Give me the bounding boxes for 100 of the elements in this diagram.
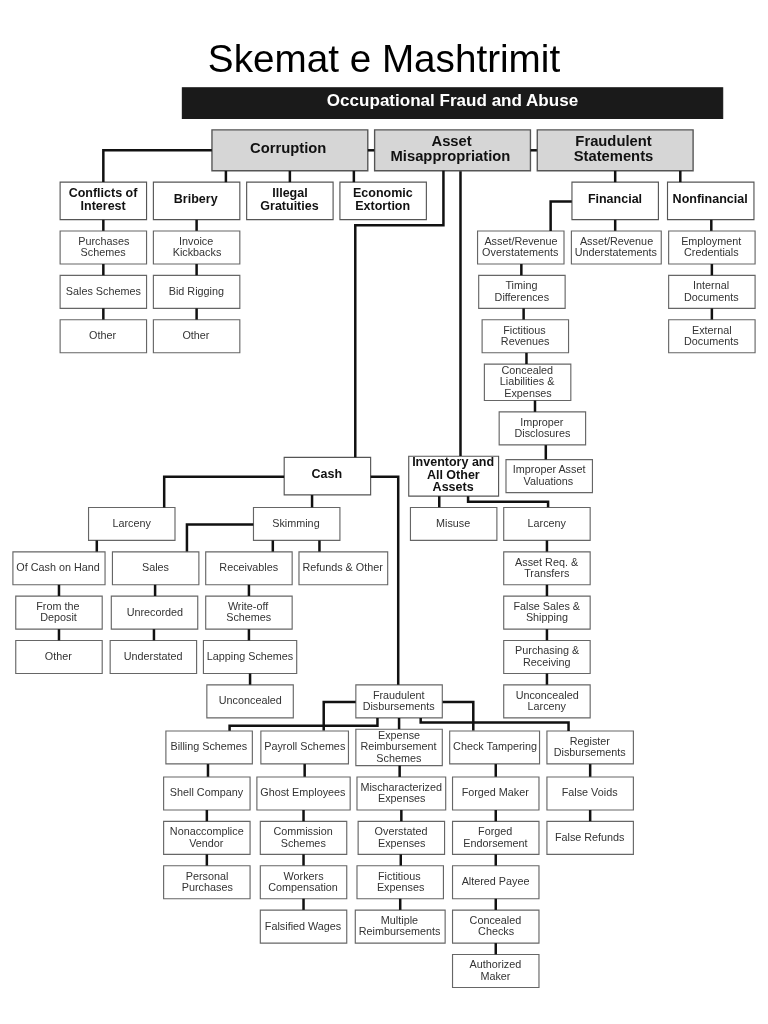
connector [102, 264, 105, 276]
node-box: Multiple Reimbursements [354, 909, 446, 944]
connector [302, 854, 305, 866]
connector [549, 200, 572, 231]
node-box: Asset/Revenue Overstatements [477, 230, 565, 265]
node-box: False Refunds [546, 820, 634, 855]
connector [419, 717, 570, 731]
connector [400, 810, 403, 822]
node-box: Billing Schemes [165, 730, 253, 765]
node-box: From the Deposit [15, 595, 103, 630]
node-box: Concealed Checks [451, 909, 540, 944]
node-box: Skimming [252, 506, 341, 541]
connector [710, 219, 713, 231]
node-box: Occupational Fraud and Abuse [181, 87, 724, 119]
node-box: Invoice Kickbacks [152, 230, 241, 265]
node-box: Forged Endorsement [451, 820, 540, 855]
node-box: Commission Schemes [259, 820, 348, 855]
node-box: Corruption [211, 129, 369, 172]
node-box: Internal Documents [668, 274, 756, 309]
node-box: Larceny [503, 506, 591, 541]
node-box: Authorized Maker [451, 953, 540, 989]
node-box: Lapping Schemes [202, 639, 298, 675]
connector [303, 764, 306, 777]
connector [520, 264, 523, 276]
node-box: Fraudulent Disbursements [355, 684, 443, 719]
connector [195, 219, 198, 231]
node-box: Fictitious Expenses [356, 865, 444, 900]
node-box: Expense Reimbursement Schemes [355, 728, 443, 767]
node-box: Payroll Schemes [260, 730, 349, 765]
node-box: Sales [111, 551, 200, 586]
connector [398, 765, 401, 777]
node-box: Purchases Schemes [59, 230, 148, 265]
node-box: Workers Compensation [259, 865, 348, 900]
node-box: False Sales & Shipping [503, 595, 591, 630]
connector [679, 170, 682, 183]
diagram-title: Skemat e Mashtrimit [207, 37, 561, 81]
node-box: Economic Extortion [339, 181, 427, 221]
connector [318, 540, 321, 552]
node-box: Falsified Wages [259, 909, 348, 944]
node-box: Inventory and All Other Assets [408, 455, 500, 497]
connector [438, 496, 441, 508]
connector [459, 171, 462, 456]
node-box: Of Cash on Hand [12, 551, 106, 586]
node-box: Check Tampering [449, 730, 541, 765]
connector [302, 898, 305, 910]
node-box: Unconcealed Larceny [503, 684, 591, 719]
connector [102, 149, 212, 183]
node-box: Refunds & Other [298, 551, 389, 586]
node-box: Shell Company [163, 776, 251, 811]
node-box: Employment Credentials [668, 230, 756, 265]
connector [522, 308, 525, 320]
connector [195, 264, 198, 276]
node-box: Timing Differences [478, 274, 566, 309]
node-box: Misuse [409, 506, 498, 541]
connector [322, 700, 356, 731]
connector [185, 523, 254, 552]
connector [367, 149, 375, 152]
node-box: Register Disbursements [546, 730, 634, 765]
node-box: Personal Purchases [163, 865, 251, 900]
connector [370, 475, 400, 685]
connector [442, 700, 475, 731]
node-box: Purchasing & Receiving [503, 639, 591, 675]
node-box: Receivables [205, 551, 293, 586]
connector [102, 308, 105, 320]
node-box: Nonfinancial [666, 181, 755, 221]
node-box: Illegal Gratuities [246, 181, 334, 221]
connector [466, 496, 550, 508]
node-box: Asset/Revenue Understatements [570, 230, 662, 265]
connector [302, 810, 305, 822]
node-box: Nonaccomplice Vendor [163, 820, 251, 855]
node-box: Write-off Schemes [205, 595, 293, 630]
node-box: Improper Asset Valuations [505, 459, 593, 494]
connector [530, 149, 537, 152]
node-box: Larceny [88, 506, 176, 541]
node-box: Fraudulent Statements [536, 129, 694, 172]
connector [525, 352, 528, 364]
node-box: Other [152, 319, 241, 354]
node-box: Altered Payee [451, 865, 540, 900]
connector [195, 308, 198, 320]
node-box: Fictitious Revenues [481, 319, 570, 354]
node-box: Understated [109, 639, 198, 675]
node-box: Concealed Liabilities & Expenses [483, 363, 572, 402]
node-box: Financial [571, 181, 659, 221]
node-box: Unrecorded [110, 595, 199, 630]
node-box: Mischaracterized Expenses [356, 776, 447, 811]
node-box: False Voids [546, 776, 634, 811]
node-box: Bribery [152, 181, 241, 221]
node-box: Ghost Employees [256, 776, 351, 811]
node-box: Other [59, 319, 148, 354]
node-box: Unconcealed [206, 684, 294, 719]
node-box: Sales Schemes [59, 274, 148, 309]
connector [228, 718, 379, 731]
node-box: Other [15, 639, 103, 675]
node-box: Asset Misappropriation [373, 129, 532, 172]
node-box: External Documents [668, 319, 756, 354]
node-box: Asset Req. & Transfers [503, 551, 591, 586]
node-box: Cash [283, 456, 372, 496]
connector [162, 475, 285, 508]
node-box: Conflicts of Interest [59, 181, 148, 221]
node-box: Overstated Expenses [357, 820, 446, 855]
